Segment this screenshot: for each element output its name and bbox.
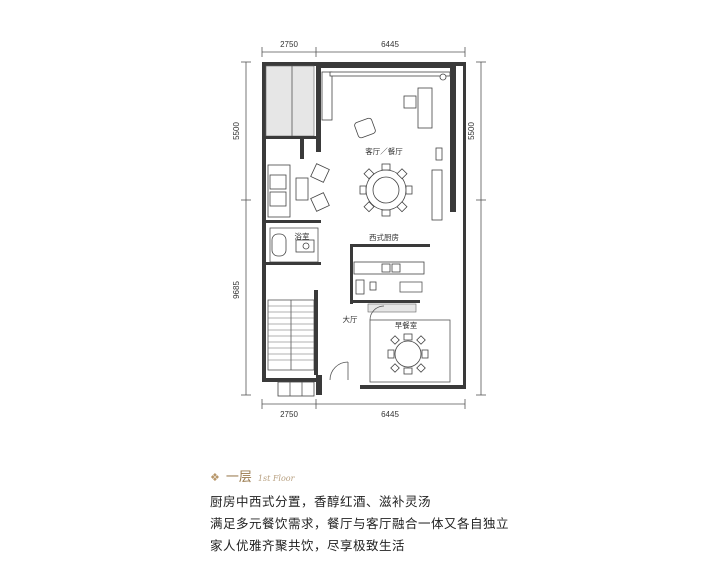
right-dimension-line: 5500: [467, 61, 486, 396]
living-dining-room: 客厅／餐厅: [321, 71, 451, 221]
caption-line-2: 满足多元餐饮需求，餐厅与客厅融合一体又各自独立: [210, 516, 510, 531]
room-label-breakfast: 早餐室: [395, 320, 418, 330]
dim-bottom-left: 2750: [280, 410, 298, 419]
bottom-left-cabinet: [277, 381, 315, 397]
floor-plan: 2750 6445 2750 6445 5500 9685 5500: [232, 40, 486, 419]
hall: 大厅: [329, 314, 358, 381]
caption-line-1: 厨房中西式分置，香醇红酒、滋补灵汤: [210, 494, 432, 509]
western-kitchen: 西式厨房: [350, 232, 430, 313]
top-dimension-line: 2750 6445: [261, 40, 466, 57]
staircase: [267, 290, 318, 375]
room-label-living-dining: 客厅／餐厅: [365, 146, 403, 156]
bottom-dimension-line: 2750 6445: [261, 399, 466, 419]
floor-title-en: 1st Floor: [257, 474, 295, 483]
floor-title: 一层: [225, 470, 252, 485]
dim-top-left: 2750: [280, 40, 298, 49]
room-label-western-kitchen: 西式厨房: [369, 232, 399, 242]
room-label-hall: 大厅: [343, 314, 358, 324]
dim-left-lower: 9685: [232, 281, 241, 299]
left-dimension-line: 5500 9685: [232, 61, 251, 396]
bathroom: 浴室: [266, 227, 321, 265]
left-storage-block: [265, 65, 321, 159]
exterior-walls: [262, 62, 466, 395]
caption-title-row: ❖ 一层 1st Floor: [210, 466, 690, 485]
caption-line-3: 家人优雅齐聚共饮，尽享极致生活: [210, 538, 406, 553]
dim-top-right: 6445: [381, 40, 399, 49]
floor-caption: ❖ 一层 1st Floor 厨房中西式分置，香醇红酒、滋补灵汤 满足多元餐饮需…: [210, 466, 690, 557]
dim-right-upper: 5500: [467, 122, 476, 140]
diamond-ornament-icon: ❖: [210, 471, 220, 484]
breakfast-room: 早餐室: [369, 305, 451, 383]
room-label-bathroom: 浴室: [295, 231, 310, 241]
living-sofa-group: [266, 163, 330, 223]
dim-left-upper: 5500: [232, 122, 241, 140]
dim-bottom-right: 6445: [381, 410, 399, 419]
